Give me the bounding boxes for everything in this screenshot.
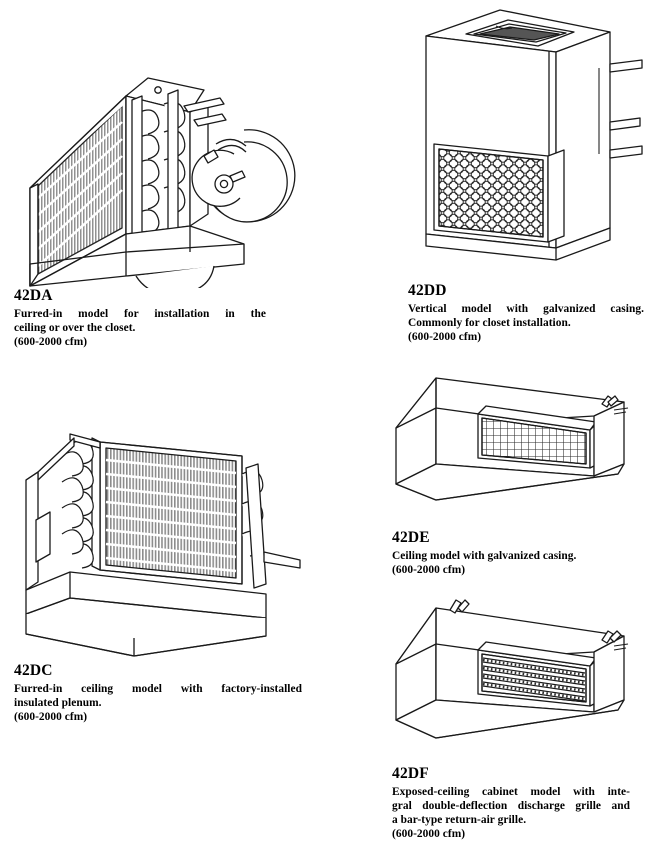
fan-coil-ceiling-cabinet-illustration xyxy=(395,377,629,501)
model-description-42dc: Furred-in ceiling model with factory-ins… xyxy=(14,683,302,710)
figure-42dc xyxy=(14,412,314,662)
model-name-42dc: 42DC xyxy=(14,662,53,679)
caption-42dd: 42DD Vertical model with galvanized casi… xyxy=(408,282,644,344)
model-description-42df: Exposed-ceiling cabinet model with inte-… xyxy=(392,786,630,827)
figure-42de xyxy=(388,372,646,524)
model-airflow-42dd: (600-2000 cfm) xyxy=(408,331,482,344)
model-airflow-42da: (600-2000 cfm) xyxy=(14,336,88,349)
model-name-42da: 42DA xyxy=(14,287,53,304)
figure-42df xyxy=(388,596,646,764)
caption-42df: 42DF Exposed-ceiling cabinet model with … xyxy=(392,765,630,841)
fan-coil-vertical-cabinet-illustration xyxy=(425,9,643,261)
model-name-42de: 42DE xyxy=(392,529,430,546)
fan-coil-exposed-ceiling-cabinet-illustration xyxy=(395,599,629,739)
caption-42da: 42DA Furred-in model for installation in… xyxy=(14,287,266,349)
figure-42dd xyxy=(404,4,644,274)
model-name-42df: 42DF xyxy=(392,765,429,782)
fan-coil-furred-in-ceiling-plenum-illustration xyxy=(25,433,301,657)
figure-42da xyxy=(8,38,308,288)
model-description-42da: Furred-in model for installation in the … xyxy=(14,308,266,335)
model-name-42dd: 42DD xyxy=(408,282,447,299)
caption-42dc: 42DC Furred-in ceiling model with factor… xyxy=(14,662,302,724)
caption-42de: 42DE Ceiling model with galvanized casin… xyxy=(392,529,628,577)
model-description-42dd: Vertical model with galvanized casing. C… xyxy=(408,303,644,330)
model-description-42de: Ceiling model with galvanized casing. xyxy=(392,550,577,563)
model-airflow-42df: (600-2000 cfm) xyxy=(392,828,466,841)
model-airflow-42dc: (600-2000 cfm) xyxy=(14,711,88,724)
fan-coil-furred-in-unit-illustration xyxy=(29,77,296,288)
model-airflow-42de: (600-2000 cfm) xyxy=(392,564,466,577)
